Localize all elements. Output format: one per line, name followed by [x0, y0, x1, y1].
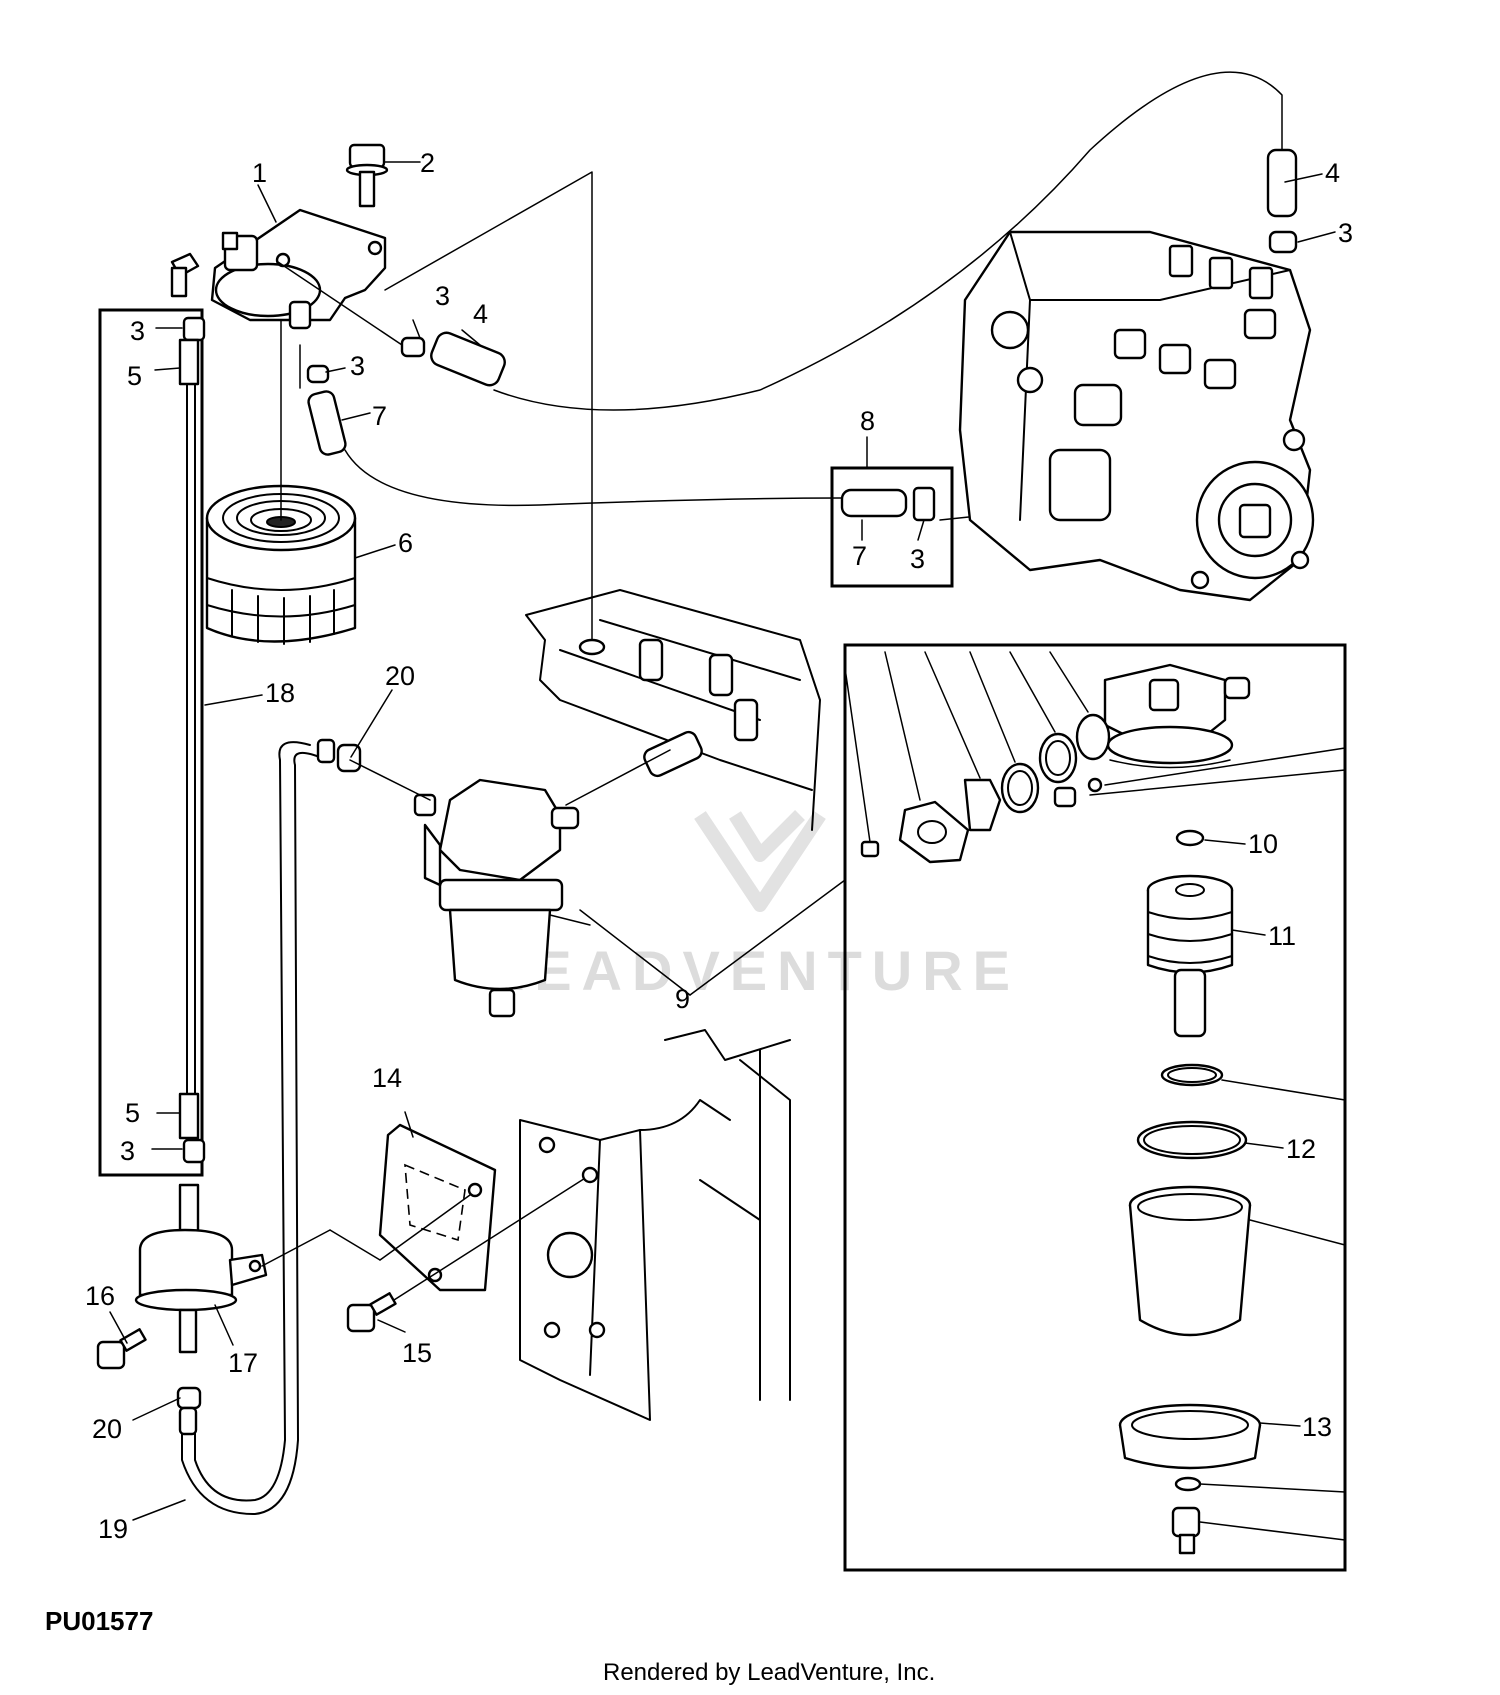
pipe-assembly-frame [98, 308, 204, 1177]
callout-5-pipe-bottom: 5 [125, 1098, 140, 1128]
callout-7-head: 7 [372, 401, 387, 431]
pump-bolt-part[interactable] [96, 1328, 147, 1370]
callout-3-top: 3 [1338, 218, 1353, 248]
pump-fittings [990, 244, 1315, 590]
callout-3-pipe-top: 3 [130, 316, 145, 346]
hose-clamps-part[interactable] [306, 330, 508, 456]
fuel-pump-part[interactable] [134, 1183, 331, 1354]
callout-labels: 1 2 4 3 3 4 3 7 3 5 6 18 20 8 7 3 10 11 … [85, 148, 1353, 1544]
fuel-lines [277, 71, 1283, 647]
callout-14: 14 [372, 1063, 402, 1093]
leak-off-hose-part[interactable] [840, 486, 936, 522]
injection-pump [958, 230, 1315, 602]
watermark: LEADVENTURE [490, 810, 1020, 1002]
callout-3-lower: 3 [350, 351, 365, 381]
callout-20-upper: 20 [385, 661, 415, 691]
callout-12: 12 [1286, 1134, 1316, 1164]
callout-16: 16 [85, 1281, 115, 1311]
callout-8: 8 [860, 406, 875, 436]
return-hose-part[interactable] [1266, 148, 1298, 254]
callout-17: 17 [228, 1348, 258, 1378]
callout-3-box: 3 [910, 544, 925, 574]
callout-4-head: 4 [473, 299, 488, 329]
figure-id: PU01577 [45, 1606, 153, 1636]
callout-18: 18 [265, 678, 295, 708]
filter-head-part[interactable] [170, 208, 387, 330]
callout-7-box: 7 [852, 541, 867, 571]
exploded-view-parts[interactable] [844, 651, 1346, 1555]
render-credit: Rendered by LeadVenture, Inc. [603, 1659, 935, 1686]
fuel-hose-part[interactable] [176, 738, 431, 1516]
bracket-bolt-part[interactable] [346, 1174, 591, 1333]
callout-3-pipe-bottom: 3 [120, 1136, 135, 1166]
callout-15: 15 [402, 1338, 432, 1368]
filter-element-part[interactable] [205, 319, 357, 645]
bolt-part[interactable] [345, 143, 389, 208]
callout-9: 9 [675, 984, 690, 1014]
fuel-pipe-part[interactable] [178, 316, 206, 1164]
callout-20-lower: 20 [92, 1414, 122, 1444]
callout-3-head: 3 [435, 281, 450, 311]
callout-19: 19 [98, 1514, 128, 1544]
callout-13: 13 [1302, 1412, 1332, 1442]
callout-6: 6 [398, 528, 413, 558]
exploded-view-frame [843, 643, 1347, 1572]
engine-mount-outline [525, 589, 821, 831]
callout-10: 10 [1248, 829, 1278, 859]
leader-lines [109, 161, 1336, 1521]
callout-1: 1 [252, 158, 267, 188]
watermark-text: LEADVENTURE [490, 939, 1020, 1002]
mounting-bracket-part[interactable] [329, 1123, 497, 1292]
callout-11: 11 [1268, 921, 1296, 951]
callout-4-top: 4 [1325, 158, 1340, 188]
engine-block-outline [519, 1029, 791, 1421]
callout-5-pipe-top: 5 [127, 361, 142, 391]
water-separator-part[interactable] [413, 778, 846, 1018]
leak-off-kit-frame [830, 466, 954, 588]
callout-2: 2 [420, 148, 435, 178]
